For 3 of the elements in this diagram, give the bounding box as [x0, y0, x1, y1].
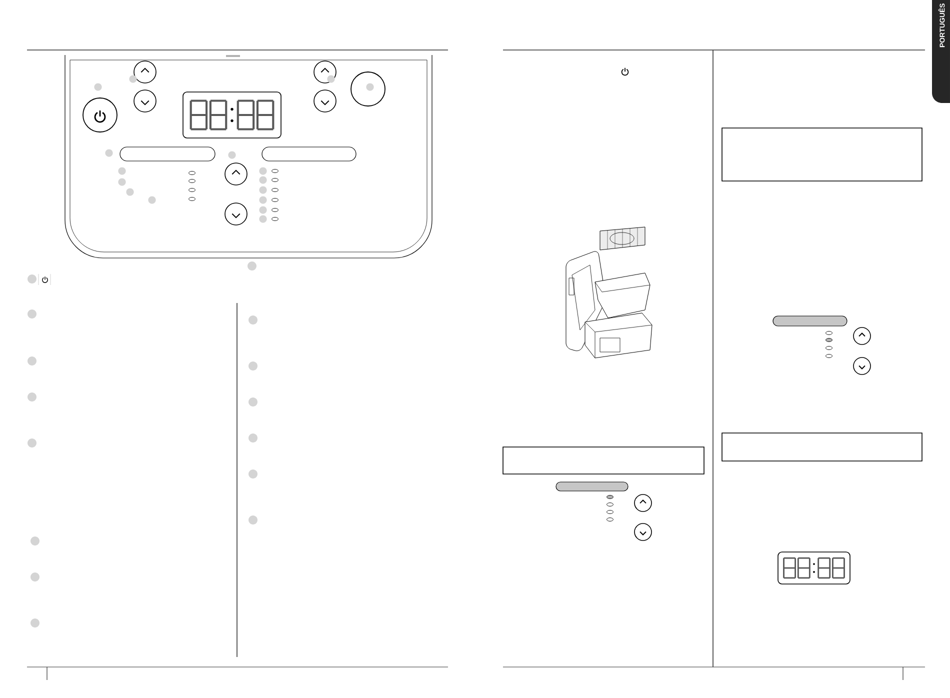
- note-box: [502, 446, 704, 474]
- note-box: [722, 128, 922, 182]
- note-box: [722, 432, 922, 462]
